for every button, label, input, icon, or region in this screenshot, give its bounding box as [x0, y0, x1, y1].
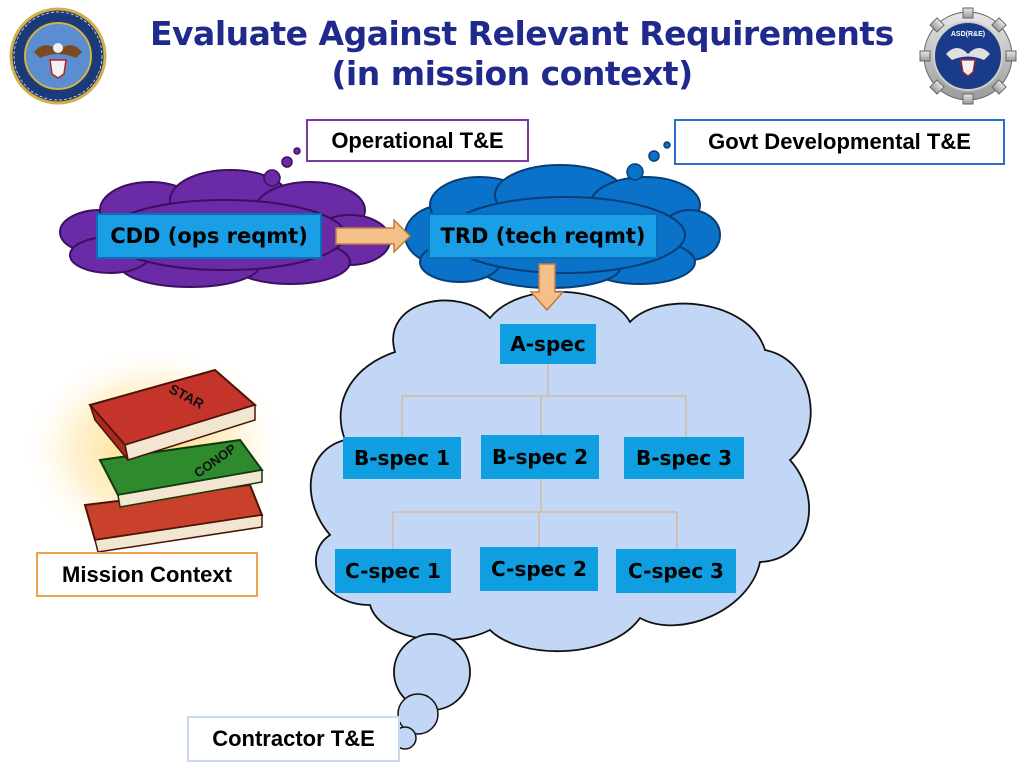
govt-developmental-te-label: Govt Developmental T&E [674, 119, 1005, 165]
books-illustration-icon: STAR CONOP [20, 345, 290, 555]
c-spec-2-box: C-spec 2 [480, 547, 598, 591]
page-title-line-2: (in mission context) [331, 54, 693, 93]
b-spec-1-box: B-spec 1 [343, 437, 461, 479]
c-spec-1-box: C-spec 1 [335, 549, 451, 593]
dod-seal-icon [9, 7, 107, 105]
b-spec-2-box: B-spec 2 [481, 435, 599, 479]
c-spec-3-box: C-spec 3 [616, 549, 736, 593]
a-spec-box: A-spec [500, 324, 596, 364]
b-spec-3-box: B-spec 3 [624, 437, 744, 479]
mission-context-label: Mission Context [36, 552, 258, 597]
arrow-cdd-to-trd [335, 218, 412, 254]
arrow-trd-to-aspec [529, 263, 565, 312]
cdd-ops-reqmt-box: CDD (ops reqmt) [96, 213, 322, 259]
contractor-te-label: Contractor T&E [187, 716, 400, 762]
page-title: Evaluate Against Relevant Requirements (… [150, 14, 894, 94]
trd-tech-reqmt-box: TRD (tech reqmt) [428, 213, 658, 259]
asdre-gear-seal-icon: ASD(R&E) [919, 7, 1017, 105]
spec-tree-connectors [392, 364, 687, 549]
asdre-logo-text: ASD(R&E) [951, 31, 985, 38]
page-title-line-1: Evaluate Against Relevant Requirements [150, 14, 894, 53]
operational-te-label: Operational T&E [306, 119, 529, 162]
